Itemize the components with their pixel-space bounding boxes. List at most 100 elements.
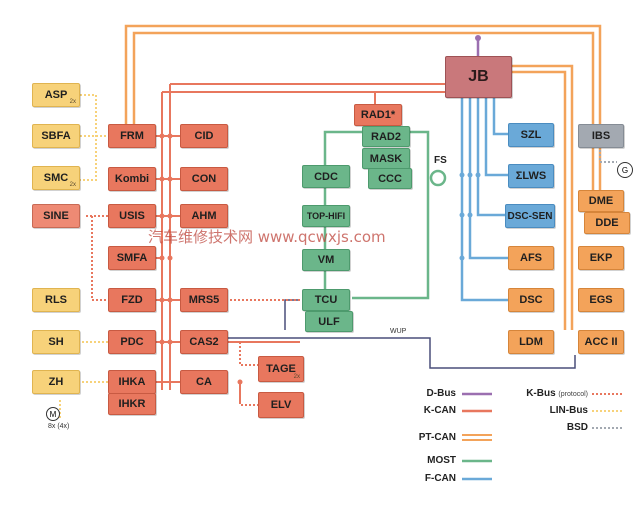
module-cid[interactable]: CID <box>180 124 228 148</box>
module-afs[interactable]: AFS <box>508 246 554 270</box>
k-can-junctions <box>159 133 243 385</box>
module-ibs[interactable]: IBS <box>578 124 624 148</box>
module-usis[interactable]: USIS <box>108 204 156 228</box>
module-vm[interactable]: VM <box>302 249 350 271</box>
module-elv-label: ELV <box>270 399 292 411</box>
module-dsc-label: DSC <box>519 294 543 306</box>
module-ekp[interactable]: EKP <box>578 246 624 270</box>
module-ulf-label: ULF <box>318 315 340 328</box>
module-ccc[interactable]: CCC <box>368 168 412 189</box>
module-smfa-label: SMFA <box>116 252 148 264</box>
module-tcu-label: TCU <box>314 294 338 306</box>
module-cdc[interactable]: CDC <box>302 165 350 188</box>
module-afs-label: AFS <box>520 252 542 264</box>
module-asp-count: 2x <box>69 99 76 105</box>
module-smfa[interactable]: SMFA <box>108 246 156 270</box>
module-asp[interactable]: ASP 2x <box>32 83 80 107</box>
module-dsc[interactable]: DSC <box>508 288 554 312</box>
module-con[interactable]: CON <box>180 167 228 191</box>
legend-f-can-label: F-CAN <box>424 473 456 484</box>
motor-count-label: 8x (4x) <box>48 423 70 430</box>
k-bus-lines <box>86 215 300 406</box>
module-ahm-label: AHM <box>191 210 217 222</box>
module-tage[interactable]: TAGE 2x <box>258 356 304 382</box>
module-egs[interactable]: EGS <box>578 288 624 312</box>
fs-label: FS <box>434 155 447 166</box>
module-rad2[interactable]: RAD2 <box>362 126 410 147</box>
module-zh-label: ZH <box>48 376 64 388</box>
module-dsc-sen[interactable]: DSC-SEN <box>505 204 555 228</box>
module-frm-label: FRM <box>120 130 144 142</box>
module-rls-label: RLS <box>45 294 67 306</box>
motor-symbol: M <box>49 409 57 419</box>
legend-k-can: K-CAN <box>390 405 456 416</box>
module-kombi[interactable]: Kombi <box>108 167 156 191</box>
bsd-lines <box>599 146 617 163</box>
module-pdc[interactable]: PDC <box>108 330 156 354</box>
module-cas2[interactable]: CAS2 <box>180 330 228 354</box>
module-rad1-label: RAD1* <box>360 109 396 121</box>
legend-k-bus-label: K-Bus <box>526 388 556 399</box>
module-jb[interactable]: JB <box>445 56 512 98</box>
legend-f-can: F-CAN <box>390 473 456 484</box>
most-ring <box>323 130 447 300</box>
legend-bsd-label: BSD <box>566 422 588 433</box>
module-rad1[interactable]: RAD1* <box>354 104 402 126</box>
module-ca-label: CA <box>196 376 212 388</box>
module-mask[interactable]: MASK <box>362 148 410 169</box>
module-sine[interactable]: SINE <box>32 204 80 228</box>
module-mrs5[interactable]: MRS5 <box>180 288 228 312</box>
module-tcu[interactable]: TCU <box>302 289 350 311</box>
module-dme[interactable]: DME <box>578 190 624 212</box>
legend-k-bus: K-Bus (protocol) <box>500 388 588 399</box>
module-acc[interactable]: ACC II <box>578 330 624 354</box>
wup-label: WUP <box>390 328 407 335</box>
module-ca[interactable]: CA <box>180 370 228 394</box>
module-szl[interactable]: SZL <box>508 123 554 147</box>
f-can-junctions <box>459 172 481 261</box>
lin-bus-lines <box>59 94 108 420</box>
motor-icon: M <box>46 407 60 421</box>
module-dde[interactable]: DDE <box>584 212 630 234</box>
module-vm-label: VM <box>317 254 335 266</box>
module-tage-label: TAGE <box>266 363 296 375</box>
module-szl-label: SZL <box>520 129 542 141</box>
module-top-hifi[interactable]: TOP-HIFI <box>302 205 350 227</box>
module-ibs-label: IBS <box>591 130 611 142</box>
module-zh[interactable]: ZH <box>32 370 80 394</box>
module-ahm[interactable]: AHM <box>180 204 228 228</box>
module-slws[interactable]: ΣLWS <box>508 164 554 188</box>
module-cas2-label: CAS2 <box>189 336 219 348</box>
module-cdc-label: CDC <box>314 170 338 183</box>
module-rad2-label: RAD2 <box>371 130 401 143</box>
module-sh[interactable]: SH <box>32 330 80 354</box>
module-ldm[interactable]: LDM <box>508 330 554 354</box>
module-asp-label: ASP <box>44 89 68 101</box>
module-rls[interactable]: RLS <box>32 288 80 312</box>
module-sbfa-label: SBFA <box>41 130 71 142</box>
module-mask-label: MASK <box>369 152 403 165</box>
module-egs-label: EGS <box>589 294 613 306</box>
module-elv[interactable]: ELV <box>258 392 304 418</box>
module-kombi-label: Kombi <box>114 173 150 185</box>
legend-k-bus-note: (protocol) <box>558 391 588 398</box>
f-can-lines <box>460 98 508 302</box>
module-smc[interactable]: SMC 2x <box>32 166 80 190</box>
module-cid-label: CID <box>194 130 214 142</box>
module-ekp-label: EKP <box>589 252 613 264</box>
module-ccc-label: CCC <box>378 172 402 185</box>
legend-lin-bus: LIN-Bus <box>500 405 588 416</box>
module-ulf[interactable]: ULF <box>305 311 353 332</box>
module-ihka[interactable]: IHKA <box>108 370 156 394</box>
legend-most: MOST <box>390 455 456 466</box>
module-sbfa[interactable]: SBFA <box>32 124 80 148</box>
generator-icon: G <box>617 162 633 178</box>
module-ihkr[interactable]: IHKR <box>108 393 156 415</box>
module-frm[interactable]: FRM <box>108 124 156 148</box>
module-jb-label: JB <box>468 68 489 85</box>
module-ihkr-label: IHKR <box>118 398 146 410</box>
module-fzd[interactable]: FZD <box>108 288 156 312</box>
generator-symbol: G <box>621 165 629 175</box>
